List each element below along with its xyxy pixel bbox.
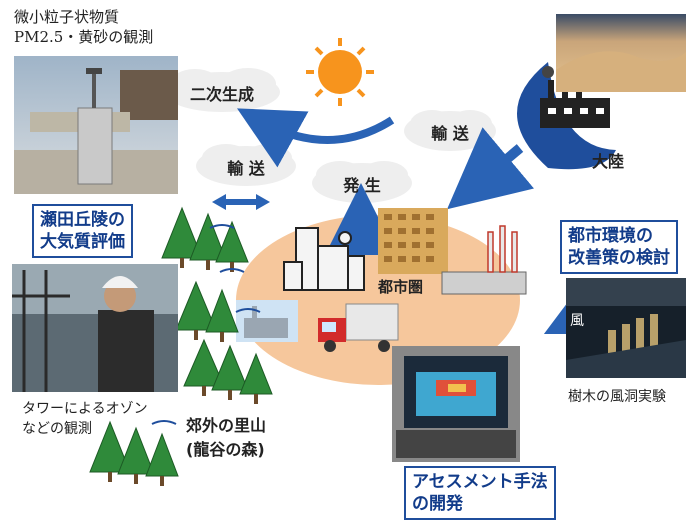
pm-title-line2: PM2.5・黄砂の観測 [14, 28, 154, 46]
sun-icon [306, 38, 374, 106]
laptop-assessment-photo [392, 346, 520, 462]
continent-label: 大陸 [592, 152, 625, 171]
seta-hills-box: 瀬田丘陵の 大気質評価 [32, 204, 133, 258]
transport-right-label: 輸 送 [431, 124, 469, 143]
exchange-double-arrow [212, 194, 270, 210]
truck-icon [318, 303, 399, 352]
pm-title-line1: 微小粒子状物質 [14, 8, 120, 26]
wind-tunnel-caption: 樹木の風洞実験 [568, 389, 666, 405]
continent-factory-icon [540, 57, 610, 128]
city-buildings-icon [283, 208, 448, 291]
wind-swirl-icons [151, 224, 261, 425]
forest-trees-icon [89, 206, 273, 477]
suburban-factory-icon [236, 300, 298, 342]
tower-caption-line2: などの観測 [22, 421, 92, 437]
cloud-secondary-formation [164, 68, 280, 112]
forest-trunks-icon [108, 258, 258, 486]
satoyama-line1: 郊外の里山 [186, 416, 267, 435]
generation-label: 発 生 [343, 176, 381, 195]
continent-to-city-arrow [447, 127, 535, 210]
urban-environment-box: 都市環境の 改善策の検討 [560, 220, 678, 274]
desert-photo [556, 14, 686, 92]
urban-area-label: 都市圏 [378, 278, 424, 296]
continent-crescent-icon [517, 62, 616, 170]
wind-tunnel-photo [566, 278, 686, 378]
transport-left-label: 輸 送 [227, 159, 265, 178]
assessment-box: アセスメント手法 の開発 [404, 466, 556, 520]
pm-observation-photo [14, 56, 178, 194]
secondary-formation-label: 二次生成 [189, 85, 254, 104]
transport-arc-arrow [237, 108, 395, 168]
satoyama-line2: (龍谷の森) [186, 440, 265, 459]
wind-label: 風 [570, 313, 584, 329]
tower-observation-photo [12, 264, 178, 392]
power-plant-icon [441, 225, 527, 295]
tower-caption-line1: タワーによるオゾン [22, 401, 148, 417]
